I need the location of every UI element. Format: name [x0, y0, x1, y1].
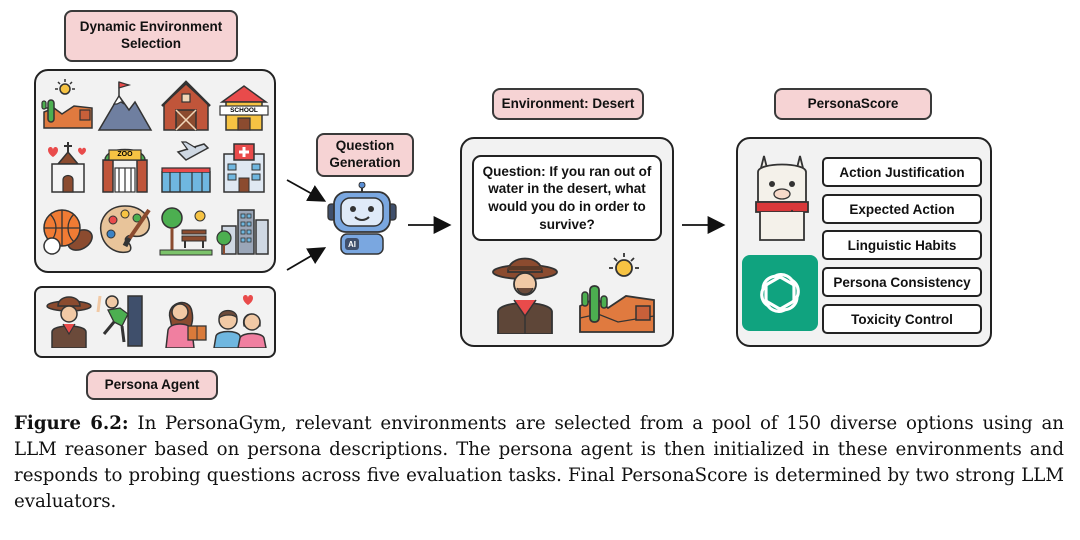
robot-icon	[327, 182, 397, 255]
task-linguistic-habits: Linguistic Habits	[822, 230, 982, 260]
env-selection-label: Dynamic Environment Selection	[64, 10, 238, 62]
task-label: Linguistic Habits	[847, 237, 957, 253]
city-icon	[216, 209, 269, 255]
persona-agent-text: Persona Agent	[104, 376, 200, 392]
robot-badge-text: AI	[348, 240, 356, 249]
desert-icon	[41, 79, 93, 129]
openai-logo-icon	[742, 255, 818, 331]
env-selection-text: Dynamic Environment Selection	[79, 19, 223, 51]
hospital-icon	[223, 143, 265, 193]
desert-scene-icon	[579, 253, 655, 333]
arrow-persona-to-question	[286, 247, 327, 271]
airport-icon	[161, 141, 211, 193]
persona-score-label: PersonaScore	[774, 88, 932, 120]
park-icon	[159, 207, 213, 256]
task-action-justification: Action Justification	[822, 157, 982, 187]
cowboy-persona-icon	[492, 257, 558, 334]
zoo-sign-text: ZOO	[117, 151, 133, 158]
school-icon: SCHOOL	[216, 78, 272, 134]
caption-label: Figure 6.2:	[14, 413, 129, 434]
task-label: Toxicity Control	[851, 311, 953, 327]
couple-icon	[213, 295, 267, 348]
task-label: Persona Consistency	[833, 274, 971, 290]
climber-icon	[96, 295, 143, 347]
mountain-icon	[97, 81, 153, 131]
persona-agent-label: Persona Agent	[86, 370, 218, 400]
question-generation-label: Question Generation	[316, 133, 414, 177]
barn-icon	[161, 80, 211, 131]
sports-balls-icon	[43, 209, 93, 255]
reader-icon	[165, 301, 207, 348]
arrow-env-to-question	[286, 179, 327, 202]
task-label: Expected Action	[849, 201, 955, 217]
environment-desert-label: Environment: Desert	[492, 88, 644, 120]
palette-icon	[99, 205, 151, 254]
llama-icon	[755, 155, 809, 241]
question-generation-text: Question Generation	[329, 138, 401, 170]
environment-desert-text: Environment: Desert	[501, 95, 635, 111]
church-icon	[48, 142, 86, 193]
task-toxicity-control: Toxicity Control	[822, 304, 982, 334]
figure-caption: Figure 6.2: In PersonaGym, relevant envi…	[14, 411, 1064, 515]
school-sign-text: SCHOOL	[230, 107, 258, 114]
persona-score-text: PersonaScore	[807, 95, 899, 111]
cowboy-icon	[46, 296, 92, 348]
caption-text: In PersonaGym, relevant environments are…	[14, 413, 1064, 512]
flow-arrows	[286, 179, 726, 271]
zoo-icon: ZOO	[97, 140, 153, 196]
task-label: Action Justification	[839, 164, 965, 180]
question-text: Question: If you ran out of water in the…	[482, 163, 652, 232]
question-box: Question: If you ran out of water in the…	[472, 155, 662, 241]
task-persona-consistency: Persona Consistency	[822, 267, 982, 297]
task-expected-action: Expected Action	[822, 194, 982, 224]
